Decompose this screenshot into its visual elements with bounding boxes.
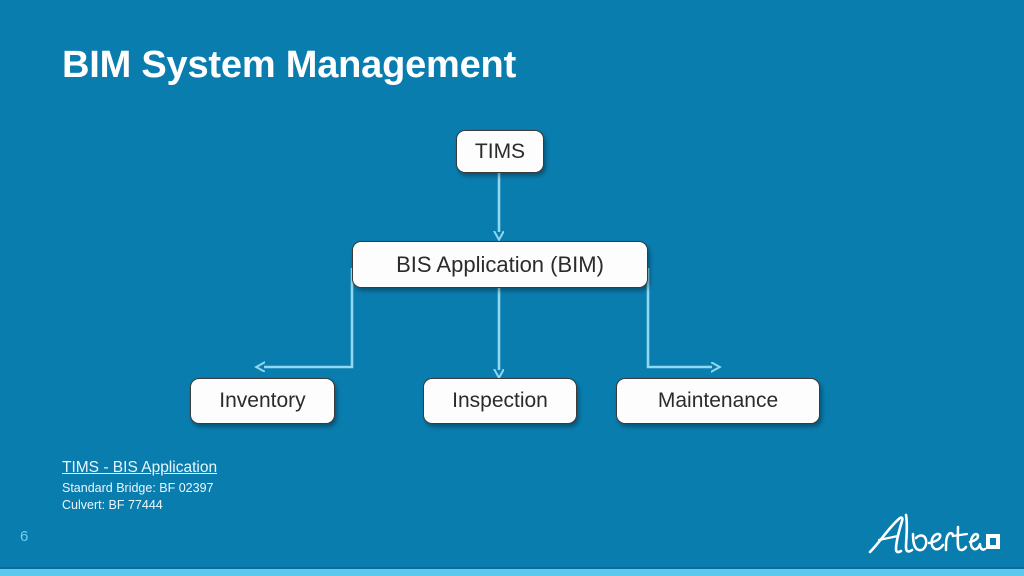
bottom-strip-shadow	[0, 567, 1024, 569]
footer-line-culvert: Culvert: BF 77444	[62, 498, 163, 512]
footer-caption: TIMS - BIS Application Standard Bridge: …	[62, 458, 217, 514]
node-tims-label: TIMS	[474, 139, 526, 163]
page-number: 6	[20, 528, 29, 545]
node-maintenance[interactable]: Maintenance	[616, 378, 820, 424]
node-inspection[interactable]: Inspection	[423, 378, 577, 424]
connector-layer	[0, 173, 1024, 470]
edge-bis-to-maintenance	[646, 268, 712, 367]
alberta-logo	[866, 512, 1002, 562]
footer-heading: TIMS - BIS Application	[62, 459, 218, 476]
node-tims[interactable]: TIMS	[456, 130, 544, 173]
node-inspection-label: Inspection	[452, 389, 548, 412]
node-inventory[interactable]: Inventory	[190, 378, 335, 424]
node-bis-application-label: BIS Application (BIM)	[396, 251, 604, 277]
edge-bis-to-inventory	[264, 268, 354, 367]
node-bis-application[interactable]: BIS Application (BIM)	[352, 241, 648, 288]
system-flowchart: TIMS BIS Application (BIM) Inventory Ins…	[0, 130, 1024, 470]
bottom-accent-bar	[0, 569, 1024, 576]
node-inventory-label: Inventory	[219, 389, 306, 412]
page-title: BIM System Management	[62, 44, 517, 86]
alberta-wordmark-icon	[868, 513, 1000, 554]
footer-line-standard-bridge: Standard Bridge: BF 02397	[62, 481, 214, 495]
node-maintenance-label: Maintenance	[657, 389, 779, 412]
